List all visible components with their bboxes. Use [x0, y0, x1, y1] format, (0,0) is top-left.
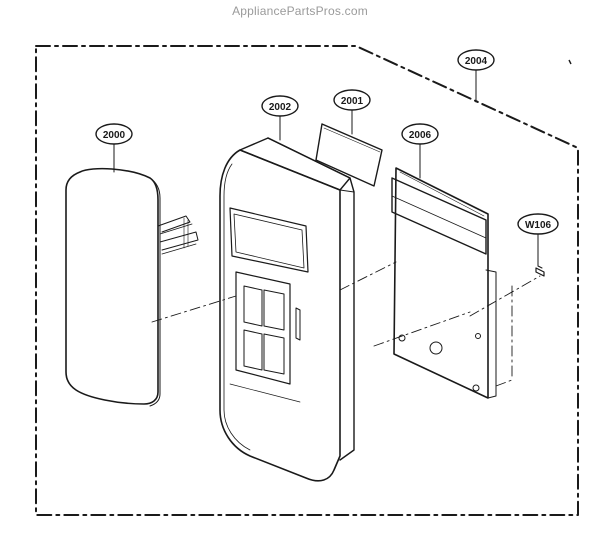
- part-2001-label-film: [315, 123, 383, 187]
- callout-bubbles: [95, 49, 559, 235]
- part-2006-pcb-assembly: [391, 167, 497, 399]
- callout-w106-label: W106: [525, 220, 552, 231]
- callout-2004-label: 2004: [465, 56, 488, 67]
- part-2002-control-housing: [219, 137, 355, 482]
- callout-2000-label: 2000: [103, 130, 126, 141]
- leader-lines: [113, 67, 539, 267]
- explode-lines: [151, 261, 541, 387]
- callout-2002-label: 2002: [269, 102, 292, 113]
- stray-mark: [568, 59, 572, 65]
- assembly-boundary: [35, 45, 579, 516]
- watermark: AppliancePartsPros.com: [232, 4, 368, 18]
- part-2000-front-panel: [65, 167, 199, 407]
- screw-w106: [535, 265, 545, 277]
- callout-2001-label: 2001: [341, 96, 364, 107]
- callout-2006-label: 2006: [409, 130, 432, 141]
